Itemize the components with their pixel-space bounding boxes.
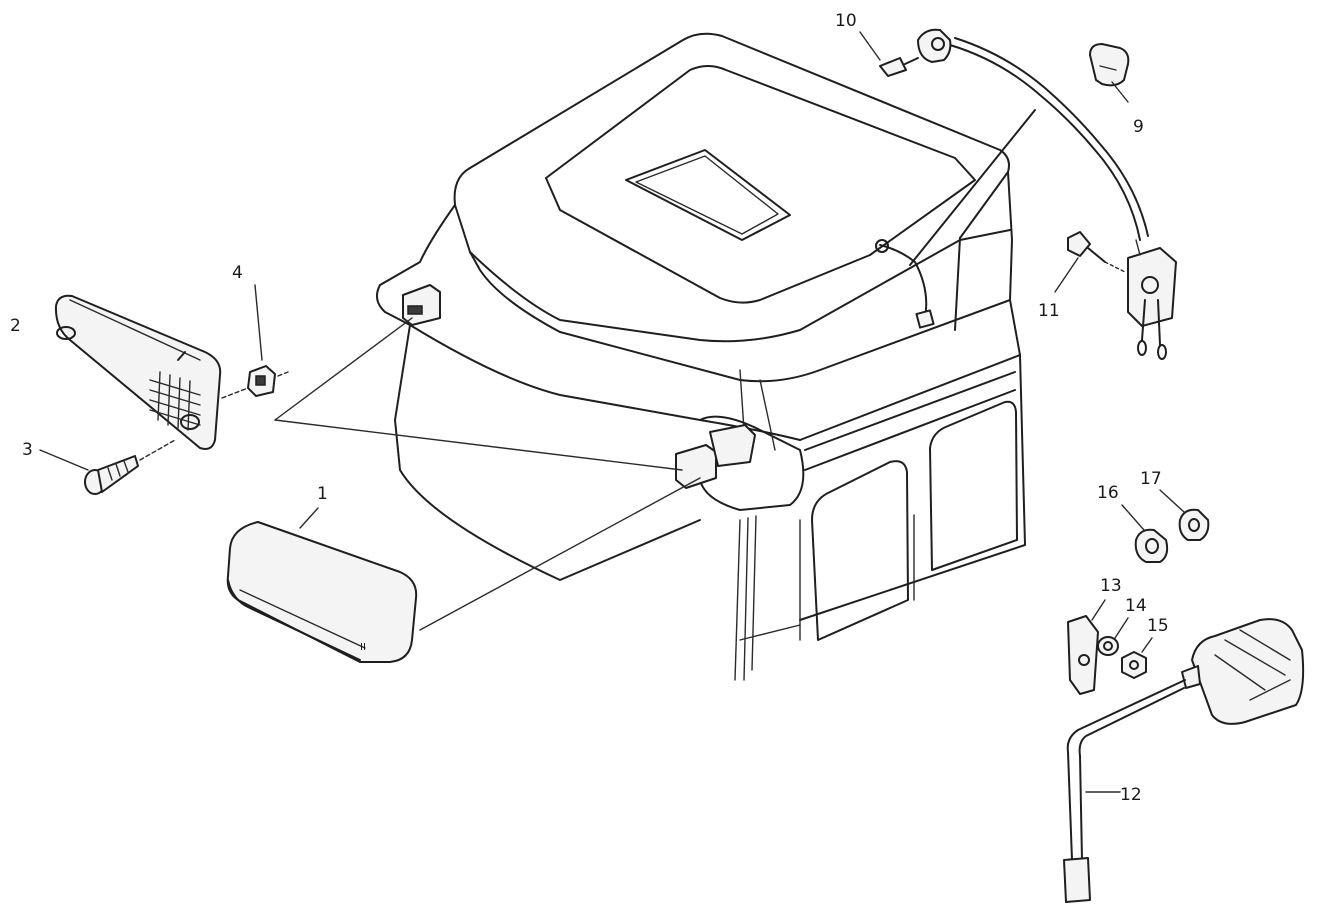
part-13-bracket [1067, 599, 1106, 695]
callout-3: 3 [22, 440, 33, 460]
leader-lines [274, 317, 701, 631]
callout-16: 16 [1097, 483, 1119, 503]
lamp-mount-left [402, 284, 441, 326]
svg-text:II: II [360, 642, 366, 653]
part-11-screw [1054, 231, 1126, 293]
part-1-lamp-lens: II [226, 507, 418, 663]
callout-15: 15 [1147, 616, 1169, 636]
callout-13: 13 [1100, 576, 1122, 596]
part-9-wire-harness [949, 37, 1177, 360]
part-16-grommet [1121, 504, 1169, 563]
lamp-mount-right [675, 424, 756, 489]
callout-10: 10 [835, 11, 857, 31]
callout-11: 11 [1038, 301, 1060, 321]
tractor-cab [375, 32, 1036, 681]
part-2-lamp-base [54, 294, 222, 450]
callout-labels: 1 2 3 4 9 10 11 12 13 14 15 16 17 [10, 11, 1169, 805]
part-17-grommet [1159, 489, 1210, 541]
part-14-washer [1097, 617, 1129, 656]
part-3-screw [39, 439, 176, 495]
part-12-work-lamp [1063, 618, 1305, 903]
part-10-bulb [859, 28, 952, 77]
callout-4: 4 [232, 263, 243, 283]
callout-14: 14 [1125, 596, 1147, 616]
callout-12: 12 [1120, 785, 1142, 805]
callout-2: 2 [10, 316, 21, 336]
callout-9: 9 [1133, 117, 1144, 137]
callout-17: 17 [1140, 469, 1162, 489]
lamp-base-grille [149, 371, 201, 431]
part-4-clip-nut [221, 284, 289, 399]
part-15-nut [1121, 637, 1153, 679]
callout-1: 1 [317, 484, 328, 504]
